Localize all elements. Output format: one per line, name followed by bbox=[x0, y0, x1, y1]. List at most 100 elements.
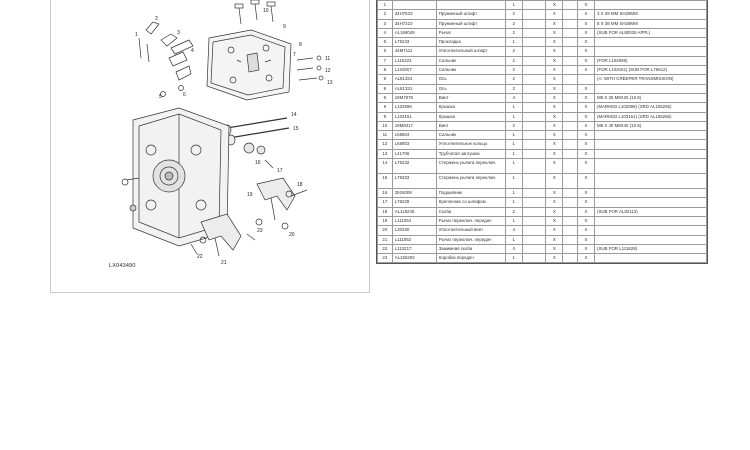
cell-empty bbox=[562, 206, 579, 217]
callout-6: 6 bbox=[183, 92, 186, 98]
cell-qty: 1 bbox=[504, 111, 523, 122]
cell-n: 20 bbox=[377, 225, 393, 236]
cell-desc: Сальник bbox=[435, 55, 506, 67]
cell-x1: X bbox=[545, 197, 564, 208]
cell-note: (FOR L102696) bbox=[594, 55, 707, 67]
callout-14: 14 bbox=[291, 112, 297, 118]
cell-qty: 2 bbox=[504, 55, 523, 67]
cell-x2: X bbox=[577, 188, 595, 199]
cell-empty bbox=[562, 27, 579, 39]
cell-empty bbox=[562, 18, 579, 29]
cell-n: 17 bbox=[377, 197, 393, 208]
callout-15: 15 bbox=[293, 126, 299, 132]
cell-empty bbox=[521, 130, 547, 141]
cell-empty bbox=[521, 225, 547, 236]
cell-qty: 1 bbox=[504, 253, 523, 264]
cell-n: 7 bbox=[377, 55, 393, 67]
cell-part: 44M7111 bbox=[391, 46, 437, 57]
exploded-diagram-panel: 1 2 3 4 5 6 7 8 9 10 11 12 13 14 15 16 1… bbox=[50, 0, 370, 293]
cell-empty bbox=[562, 234, 579, 245]
cell-n: 9 bbox=[377, 83, 393, 94]
cell-x1: X bbox=[545, 27, 564, 39]
cell-x1: X bbox=[545, 234, 564, 245]
cell-note: (FOR L103161) (SUB FOR L76612) bbox=[594, 65, 707, 76]
cell-desc: Рычаг переключ. передач bbox=[435, 215, 506, 227]
cell-part: L113217 bbox=[391, 243, 437, 255]
cell-desc: Коробка передач bbox=[435, 253, 506, 264]
cell-note bbox=[594, 37, 707, 48]
cell-n: 9 bbox=[377, 102, 393, 113]
cell-x1: X bbox=[545, 206, 564, 217]
cell-empty bbox=[521, 18, 547, 29]
cell-x2: X bbox=[577, 9, 595, 20]
cell-x1: X bbox=[545, 92, 564, 104]
cell-empty bbox=[562, 120, 579, 132]
cell-part: AL118245 bbox=[391, 206, 437, 217]
cell-qty: 1 bbox=[504, 148, 523, 160]
cell-qty: 2 bbox=[504, 83, 523, 94]
cell-qty: 2 bbox=[504, 27, 523, 39]
cell-desc: Ось bbox=[435, 74, 506, 85]
cell-empty bbox=[562, 225, 579, 236]
cell-n: 21 bbox=[377, 234, 393, 245]
cell-x2: X bbox=[577, 243, 595, 255]
cell-empty bbox=[521, 55, 547, 67]
cell-x2: X bbox=[577, 253, 595, 264]
cell-empty bbox=[521, 243, 547, 255]
cell-x1: X bbox=[545, 111, 564, 122]
cell-empty bbox=[521, 65, 547, 76]
cell-desc: Ось bbox=[435, 83, 506, 94]
cell-desc: Уплотнительный штифт bbox=[435, 46, 506, 57]
cell-x2: X bbox=[577, 130, 595, 141]
cell-note bbox=[594, 148, 707, 160]
cell-x1: X bbox=[545, 243, 564, 255]
cell-note bbox=[594, 225, 707, 236]
cell-note bbox=[594, 197, 707, 208]
cell-note: (SUB FOR L111828) bbox=[594, 243, 707, 255]
cell-x1: X bbox=[545, 18, 564, 29]
cell-desc: Винт bbox=[435, 92, 506, 104]
cell-x2: X bbox=[577, 37, 595, 48]
cell-x2: X bbox=[577, 27, 595, 39]
cell-empty bbox=[521, 9, 547, 20]
cell-n: 12 bbox=[377, 139, 393, 150]
cell-desc: Скоба bbox=[435, 206, 506, 217]
cell-empty bbox=[521, 120, 547, 132]
cell-desc: Крепление со шлифом bbox=[435, 197, 506, 208]
cell-note bbox=[594, 158, 707, 175]
callout-3: 3 bbox=[177, 30, 180, 36]
cell-n: 13 bbox=[377, 148, 393, 160]
cell-x2: X bbox=[577, 197, 595, 208]
cell-part: L30330 bbox=[391, 225, 437, 236]
cell-part: L111052 bbox=[391, 234, 437, 245]
cell-part: AL155292 bbox=[391, 253, 437, 264]
cell-x1: X bbox=[545, 83, 564, 94]
cell-qty: 1 bbox=[504, 139, 523, 150]
cell-qty: 1 bbox=[504, 158, 523, 175]
cell-n: 2 bbox=[377, 9, 393, 20]
cell-desc: Стержень рычага переключ. bbox=[435, 173, 506, 190]
cell-part: AL81331 bbox=[391, 83, 437, 94]
cell-desc: Рычаг bbox=[435, 27, 506, 39]
cell-empty bbox=[521, 215, 547, 227]
cell-part: L116323 bbox=[391, 55, 437, 67]
cell-note: M8 X 40 M8X40 (10.9) bbox=[594, 120, 707, 132]
cell-qty: 4 bbox=[504, 225, 523, 236]
cell-empty bbox=[562, 9, 579, 20]
cell-x2: X bbox=[577, 83, 595, 94]
cell-x1: X bbox=[545, 215, 564, 227]
cell-empty bbox=[521, 74, 547, 85]
cell-x2: X bbox=[577, 18, 595, 29]
cell-x2: X bbox=[577, 55, 595, 67]
cell-empty bbox=[562, 148, 579, 160]
cell-qty: 1 bbox=[504, 215, 523, 227]
cell-x1: X bbox=[545, 130, 564, 141]
cell-empty bbox=[562, 253, 579, 264]
cell-desc bbox=[435, 0, 506, 11]
